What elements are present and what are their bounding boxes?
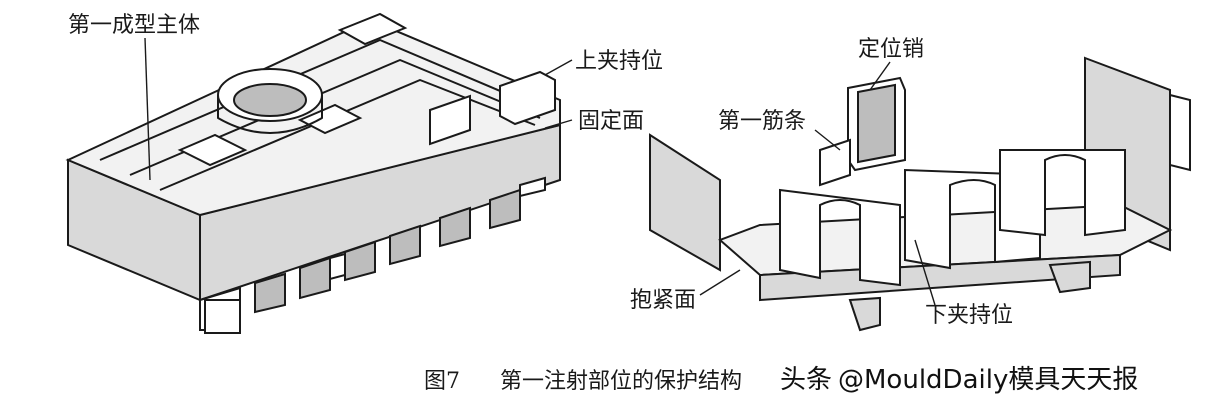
caption-figure-number: 图7 xyxy=(424,369,460,394)
leader-locating-pin xyxy=(869,61,891,91)
leader-first-molded-body xyxy=(144,37,151,181)
watermark-handle: @MouldDaily模具天天报 xyxy=(838,365,1138,395)
leader-clamping-face xyxy=(699,269,741,296)
label-locating-pin: 定位销 xyxy=(858,37,924,62)
leader-lower-clamp xyxy=(914,239,936,306)
leader-fixing-face xyxy=(544,119,573,129)
label-clamping-face: 抱紧面 xyxy=(630,288,696,313)
label-first-rib: 第一筋条 xyxy=(718,109,806,134)
label-upper-clamp-position: 上夹持位 xyxy=(575,49,663,74)
leader-lines xyxy=(144,37,936,306)
watermark: 头条 @MouldDaily模具天天报 xyxy=(780,365,1138,395)
leader-first-rib xyxy=(814,129,841,151)
part-labels: 第一成型主体 上夹持位 固定面 定位销 第一筋条 抱紧面 下夹持位 xyxy=(68,13,1013,328)
left-part-drawing xyxy=(65,12,561,334)
leader-upper-clamp xyxy=(544,59,573,76)
figure-caption: 图7 第一注射部位的保护结构 xyxy=(424,369,742,394)
label-lower-clamp-position: 下夹持位 xyxy=(925,303,1013,328)
right-part-drawing xyxy=(649,56,1191,332)
label-first-molded-body: 第一成型主体 xyxy=(68,13,200,38)
label-fixing-face: 固定面 xyxy=(578,109,644,134)
caption-text: 第一注射部位的保护结构 xyxy=(500,369,742,394)
watermark-platform: 头条 xyxy=(780,365,832,395)
